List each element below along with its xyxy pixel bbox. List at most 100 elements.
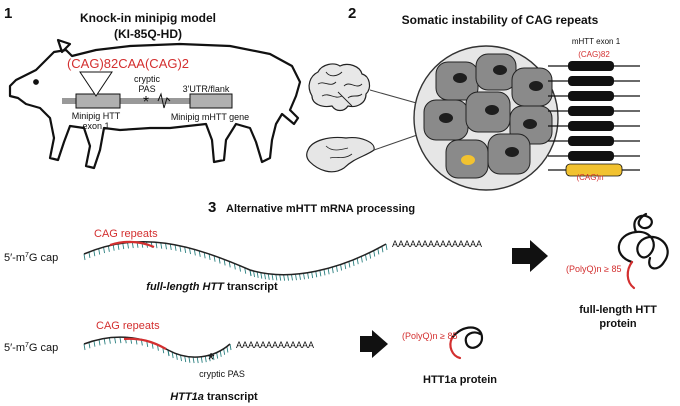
- nucleotide-tick: [93, 250, 96, 257]
- full-polyq-label: (PolyQ)n ≥ 85: [566, 264, 621, 274]
- nucleotide-tick: [188, 356, 191, 363]
- nucleotide-tick: [228, 261, 231, 268]
- nucleotide-tick: [169, 243, 172, 251]
- nucleotide-tick: [223, 348, 226, 355]
- nucleotide-tick: [198, 250, 201, 257]
- nucleotide-tick: [179, 245, 182, 252]
- nucleotide-tick: [180, 355, 182, 362]
- nucleotide-tick: [385, 243, 388, 251]
- full-polya: AAAAAAAAAAAAAAA: [392, 239, 482, 249]
- nucleotide-tick: [219, 350, 222, 357]
- nucleotide-tick: [167, 349, 170, 357]
- pig-icon: [8, 38, 302, 170]
- nucleotide-tick: [331, 267, 334, 274]
- short-arrow-icon: [360, 330, 388, 358]
- nucleotide-tick: [103, 338, 106, 345]
- full-protein-label-2: protein: [599, 318, 637, 330]
- pas-label: PAS: [138, 84, 155, 94]
- nucleotide-tick: [88, 251, 91, 259]
- nucleotide-tick: [189, 248, 191, 255]
- full-transcript-label: full-length HTT transcript: [146, 281, 278, 293]
- utr-box: [189, 93, 233, 109]
- nucleotide-tick: [223, 259, 226, 266]
- nucleotide-tick: [216, 352, 219, 359]
- nucleotide-tick: [295, 274, 297, 281]
- nucleotide-tick: [244, 267, 247, 274]
- nucleotide-tick: [275, 274, 278, 281]
- brain-icon: [308, 63, 371, 112]
- panel-2-title: Somatic instability of CAG repeats: [402, 13, 599, 27]
- nucleotide-tick: [287, 274, 289, 281]
- brain-connector: [369, 89, 421, 105]
- nucleotide-tick: [119, 337, 122, 344]
- nucleotide-tick: [315, 271, 318, 278]
- top-repeat-label: (CAG)82: [578, 50, 610, 59]
- nucleotide-tick: [184, 246, 187, 253]
- nucleotide-tick: [204, 356, 207, 363]
- nucleotide-tick: [271, 274, 274, 281]
- full-arrow-icon: [512, 240, 548, 272]
- nucleotide-tick: [233, 263, 236, 270]
- exon-label-2: exon 1: [82, 121, 109, 131]
- nucleotide-tick: [283, 274, 286, 281]
- panel-3-number: 3: [208, 199, 216, 216]
- repeat-bar: [568, 106, 614, 116]
- nucleotide-tick: [311, 271, 314, 279]
- nucleotide-tick: [260, 272, 263, 279]
- nucleotide-tick: [196, 356, 199, 364]
- utr-label: 3'UTR/flank: [183, 84, 230, 94]
- nucleotide-tick: [175, 353, 178, 360]
- gene-backbone: [62, 98, 232, 104]
- short-cag-label: CAG repeats: [96, 320, 160, 332]
- nucleotide-tick: [122, 242, 125, 250]
- nucleotide-tick: [184, 356, 187, 363]
- nucleotide-tick: [171, 351, 174, 359]
- cryptic-label: cryptic: [134, 74, 161, 84]
- repeat-bar: [568, 76, 614, 86]
- nucleotide-tick: [203, 252, 206, 259]
- nucleotide-tick: [174, 244, 177, 251]
- exon-label: Minipig HTT: [72, 111, 121, 121]
- repeat-bar: [568, 151, 614, 161]
- nucleotide-tick: [340, 264, 343, 271]
- insertion-triangle: [79, 71, 113, 97]
- nucleotide-tick: [291, 274, 293, 281]
- nucleotide-tick: [249, 269, 252, 277]
- short-polya: AAAAAAAAAAAAA: [236, 340, 314, 350]
- nucleotide-tick: [303, 273, 305, 280]
- nucleotide-tick: [327, 268, 330, 275]
- nucleotide-tick: [356, 258, 359, 265]
- nucleotide-tick: [352, 259, 355, 266]
- exon-title: mHTT exon 1: [572, 37, 621, 46]
- nucleotide-tick: [117, 243, 120, 250]
- nucleotide-tick: [98, 248, 101, 255]
- nucleotide-tick: [83, 343, 86, 351]
- nucleotide-tick: [299, 273, 301, 280]
- short-polyq-label: (PolyQ)n ≥ 85: [402, 331, 457, 341]
- nucleotide-tick: [160, 242, 163, 249]
- nucleotide-tick: [344, 262, 347, 270]
- nucleotide-tick: [107, 245, 110, 252]
- nucleotide-tick: [369, 252, 372, 259]
- nucleotide-tick: [155, 242, 158, 249]
- panel-3-title: Alternative mHTT mRNA processing: [226, 203, 415, 215]
- nucleotide-tick: [200, 356, 203, 363]
- cell-cluster: [413, 45, 559, 191]
- full-transcript-ticks: [83, 241, 388, 281]
- nucleotide-tick: [229, 343, 232, 351]
- nucleotide-tick: [377, 248, 380, 255]
- nucleotide-tick: [98, 339, 101, 346]
- short-protein-label: HTT1a protein: [423, 374, 497, 386]
- full-cag-segment: [109, 240, 155, 249]
- nucleotide-tick: [93, 340, 96, 347]
- expanded-nucleus: [461, 155, 475, 165]
- nucleotide-tick: [218, 257, 221, 264]
- repeat-bar: [568, 121, 614, 131]
- short-transcript-line: [83, 336, 231, 358]
- exon1-box: [75, 93, 121, 109]
- nucleotide-tick: [212, 353, 215, 361]
- nucleotide-tick: [373, 250, 376, 257]
- nucleotide-tick: [192, 356, 195, 364]
- short-cag-segment: [123, 337, 167, 350]
- repeat-bar: [568, 61, 614, 71]
